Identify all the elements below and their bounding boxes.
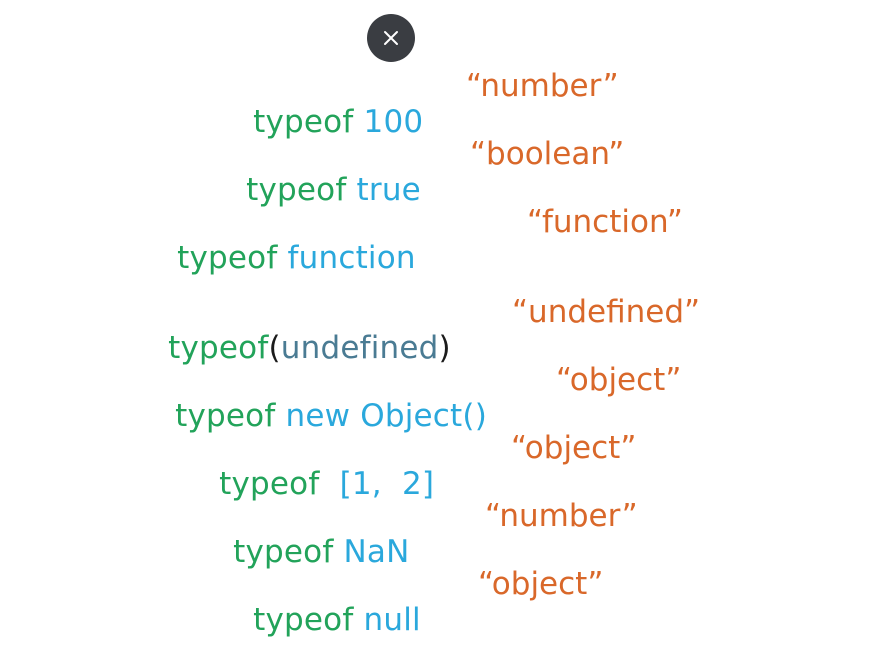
typeof-keyword: typeof [168,330,269,366]
operand-value: 100 [363,104,424,140]
expression-row-7: typeof NaN [213,498,410,570]
result-text-1: “number” [466,68,619,104]
result-text-4: “undefined” [512,294,701,330]
operand-value: true [356,172,421,208]
typeof-keyword: typeof [177,240,278,276]
operand-value: NaN [343,534,410,570]
operand-value: null [363,602,421,638]
result-text-6: “object” [511,430,637,466]
typeof-keyword: typeof [246,172,347,208]
typeof-keyword: typeof [219,466,320,502]
close-paren: ) [438,330,451,366]
expression-row-4: typeof(undefined) [148,294,451,366]
result-text-7: “number” [485,498,638,534]
expression-row-2: typeof true [226,136,421,208]
expression-row-8: typeof null [233,566,421,638]
typeof-keyword: typeof [253,104,354,140]
expression-row-5: typeof new Object() [155,362,487,434]
open-paren: ( [268,330,281,366]
operand-value: undefined [280,330,439,366]
typeof-keyword: typeof [175,398,276,434]
result-text-8: “object” [478,566,604,602]
close-icon [384,31,398,45]
close-button[interactable] [367,14,415,62]
expression-row-6: typeof [1, 2] [199,430,434,502]
operand-value: function [287,240,416,276]
result-text-3: “function” [527,204,683,240]
expression-row-3: typeof function [157,204,416,276]
operand-value: new Object() [285,398,487,434]
typeof-keyword: typeof [233,534,334,570]
typeof-keyword: typeof [253,602,354,638]
operand-value: [1, 2] [339,466,435,502]
result-text-2: “boolean” [470,136,625,172]
result-text-5: “object” [556,362,682,398]
expression-row-1: typeof 100 [233,68,423,140]
